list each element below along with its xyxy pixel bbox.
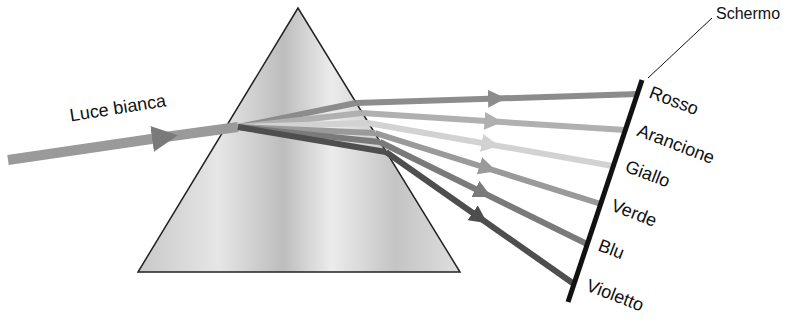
- beam-label: Luce bianca: [68, 90, 167, 125]
- dispersed-rays: [356, 94, 638, 284]
- prism: [138, 8, 460, 272]
- color-label: Rosso: [647, 82, 702, 119]
- color-label-wrap: Giallo: [623, 157, 673, 191]
- color-label-wrap: Rosso: [647, 83, 701, 119]
- color-label: Violetto: [584, 275, 647, 315]
- color-label: Verde: [609, 195, 660, 231]
- screen-label-wrap: Schermo: [716, 5, 780, 23]
- color-label-wrap: Verde: [609, 196, 660, 231]
- color-label: Blu: [596, 235, 627, 263]
- color-label-wrap: Blu: [596, 236, 627, 263]
- color-label: Arancione: [635, 120, 718, 168]
- color-label-wrap: Violetto: [584, 276, 647, 315]
- leader-line: [648, 18, 712, 78]
- color-label-wrap: Arancione: [635, 121, 717, 168]
- screen: [568, 80, 642, 302]
- color-label: Giallo: [623, 156, 673, 191]
- screen-label: Schermo: [716, 5, 780, 22]
- beam-label-wrap: Luce bianca: [69, 91, 168, 125]
- white-light-beam: [8, 127, 238, 160]
